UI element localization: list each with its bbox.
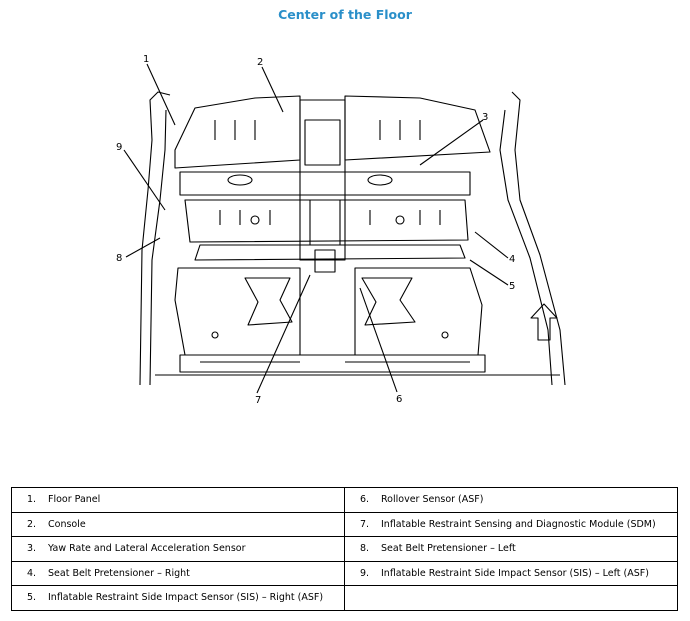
- callout-6: 6: [396, 394, 402, 405]
- legend-num: 5.: [27, 592, 37, 604]
- legend-label: Seat Belt Pretensioner – Left: [381, 543, 516, 555]
- legend-label: Seat Belt Pretensioner – Right: [48, 567, 190, 579]
- legend-row: 5. Inflatable Restraint Side Impact Senso…: [11, 585, 678, 611]
- callout-8: 8: [116, 253, 122, 264]
- right-floor-pan: [354, 267, 483, 356]
- legend-cell: 9. Inflatable Restraint Side Impact Senso…: [344, 560, 678, 586]
- legend-num: 8.: [360, 543, 370, 555]
- legend-num: 4.: [27, 567, 37, 579]
- legend-label: Inflatable Restraint Side Impact Sensor …: [48, 592, 324, 604]
- right-body-side: [511, 91, 566, 386]
- legend-label: Rollover Sensor (ASF): [381, 494, 484, 506]
- legend-row: 4. Seat Belt Pretensioner – Right 9. Infla…: [11, 560, 678, 586]
- legend-cell: 4. Seat Belt Pretensioner – Right: [11, 560, 345, 586]
- legend-cell: 5. Inflatable Restraint Side Impact Senso…: [11, 585, 345, 611]
- legend-label: Inflatable Restraint Side Impact Sensor …: [381, 567, 649, 579]
- callout-2: 2: [257, 57, 263, 68]
- legend-row: 3. Yaw Rate and Lateral Acceleration Sens…: [11, 536, 678, 562]
- legend-cell: 8. Seat Belt Pretensioner – Left: [344, 536, 678, 562]
- legend-row: 1. Floor Panel 6. Rollover Sensor (ASF): [11, 487, 678, 513]
- sdm-module: [309, 199, 341, 246]
- legend-cell: 1. Floor Panel: [11, 487, 345, 513]
- legend-num: 7.: [360, 518, 370, 530]
- callout-1: 1: [143, 54, 149, 65]
- callout-3: 3: [482, 112, 488, 123]
- legend-label: Floor Panel: [48, 494, 101, 506]
- legend-table: 1. Floor Panel 6. Rollover Sensor (ASF) 2.…: [11, 487, 678, 611]
- legend-cell: 6. Rollover Sensor (ASF): [344, 487, 678, 513]
- legend-cell: 2. Console: [11, 511, 345, 537]
- callout-9: 9: [116, 142, 122, 153]
- callout-4: 4: [509, 254, 515, 265]
- legend-row: 2. Console 7. Inflatable Restraint Sensing…: [11, 511, 678, 537]
- legend-num: 1.: [27, 494, 37, 506]
- legend-label: Console: [48, 518, 86, 530]
- legend-cell: 7. Inflatable Restraint Sensing and Diagn…: [344, 511, 678, 537]
- legend-cell: 3. Yaw Rate and Lateral Acceleration Sens…: [11, 536, 345, 562]
- floor-panel-outline: [174, 95, 301, 169]
- floor-diagram: 1 2 3 4 5 6 7 8 9: [116, 54, 566, 406]
- callout-5: 5: [509, 281, 515, 292]
- diagram-title: Center of the Floor: [278, 7, 412, 22]
- legend-label: Inflatable Restraint Sensing and Diagnos…: [381, 518, 656, 530]
- left-body-side: [139, 91, 171, 386]
- legend-num: 2.: [27, 518, 37, 530]
- legend-cell-empty: [344, 585, 678, 611]
- left-floor-pan: [174, 267, 301, 356]
- legend-label: Yaw Rate and Lateral Acceleration Sensor: [48, 543, 246, 555]
- legend-num: 9.: [360, 567, 370, 579]
- legend-num: 6.: [360, 494, 370, 506]
- console-tunnel: [299, 99, 346, 261]
- direction-arrow: [530, 303, 558, 341]
- legend-num: 3.: [27, 543, 37, 555]
- callout-7: 7: [255, 395, 261, 406]
